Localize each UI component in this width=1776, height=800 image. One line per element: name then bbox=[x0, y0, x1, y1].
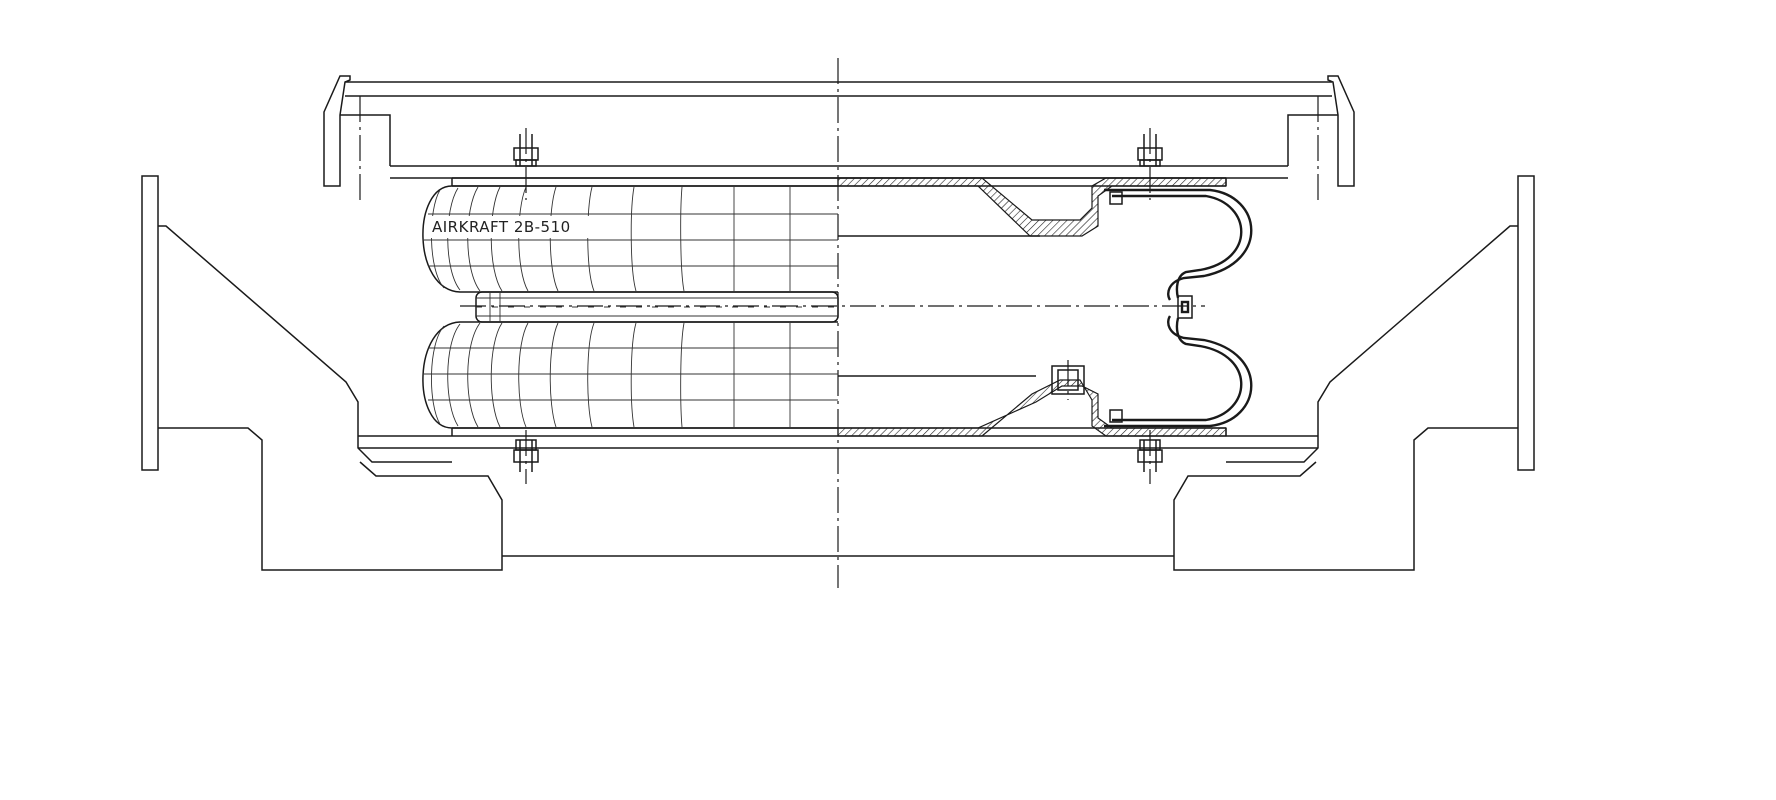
bellows-exterior-view: AIRKRAFT 2B-510 bbox=[422, 185, 839, 429]
bottom-bolt-right bbox=[1137, 430, 1163, 484]
upper-convolution-meridians bbox=[424, 186, 838, 292]
top-mounting-frame bbox=[323, 75, 1355, 187]
right-base-frame bbox=[1173, 175, 1535, 571]
left-base-frame bbox=[141, 175, 1318, 571]
bottom-bolt-left bbox=[513, 430, 539, 484]
lower-convolution-meridians bbox=[424, 322, 838, 428]
top-bolt-right bbox=[1137, 128, 1163, 200]
bellows-model-label: AIRKRAFT 2B-510 bbox=[432, 218, 571, 236]
center-lines bbox=[359, 58, 1319, 588]
bellows-section-view bbox=[837, 177, 1253, 437]
top-bolt-left bbox=[513, 128, 539, 200]
